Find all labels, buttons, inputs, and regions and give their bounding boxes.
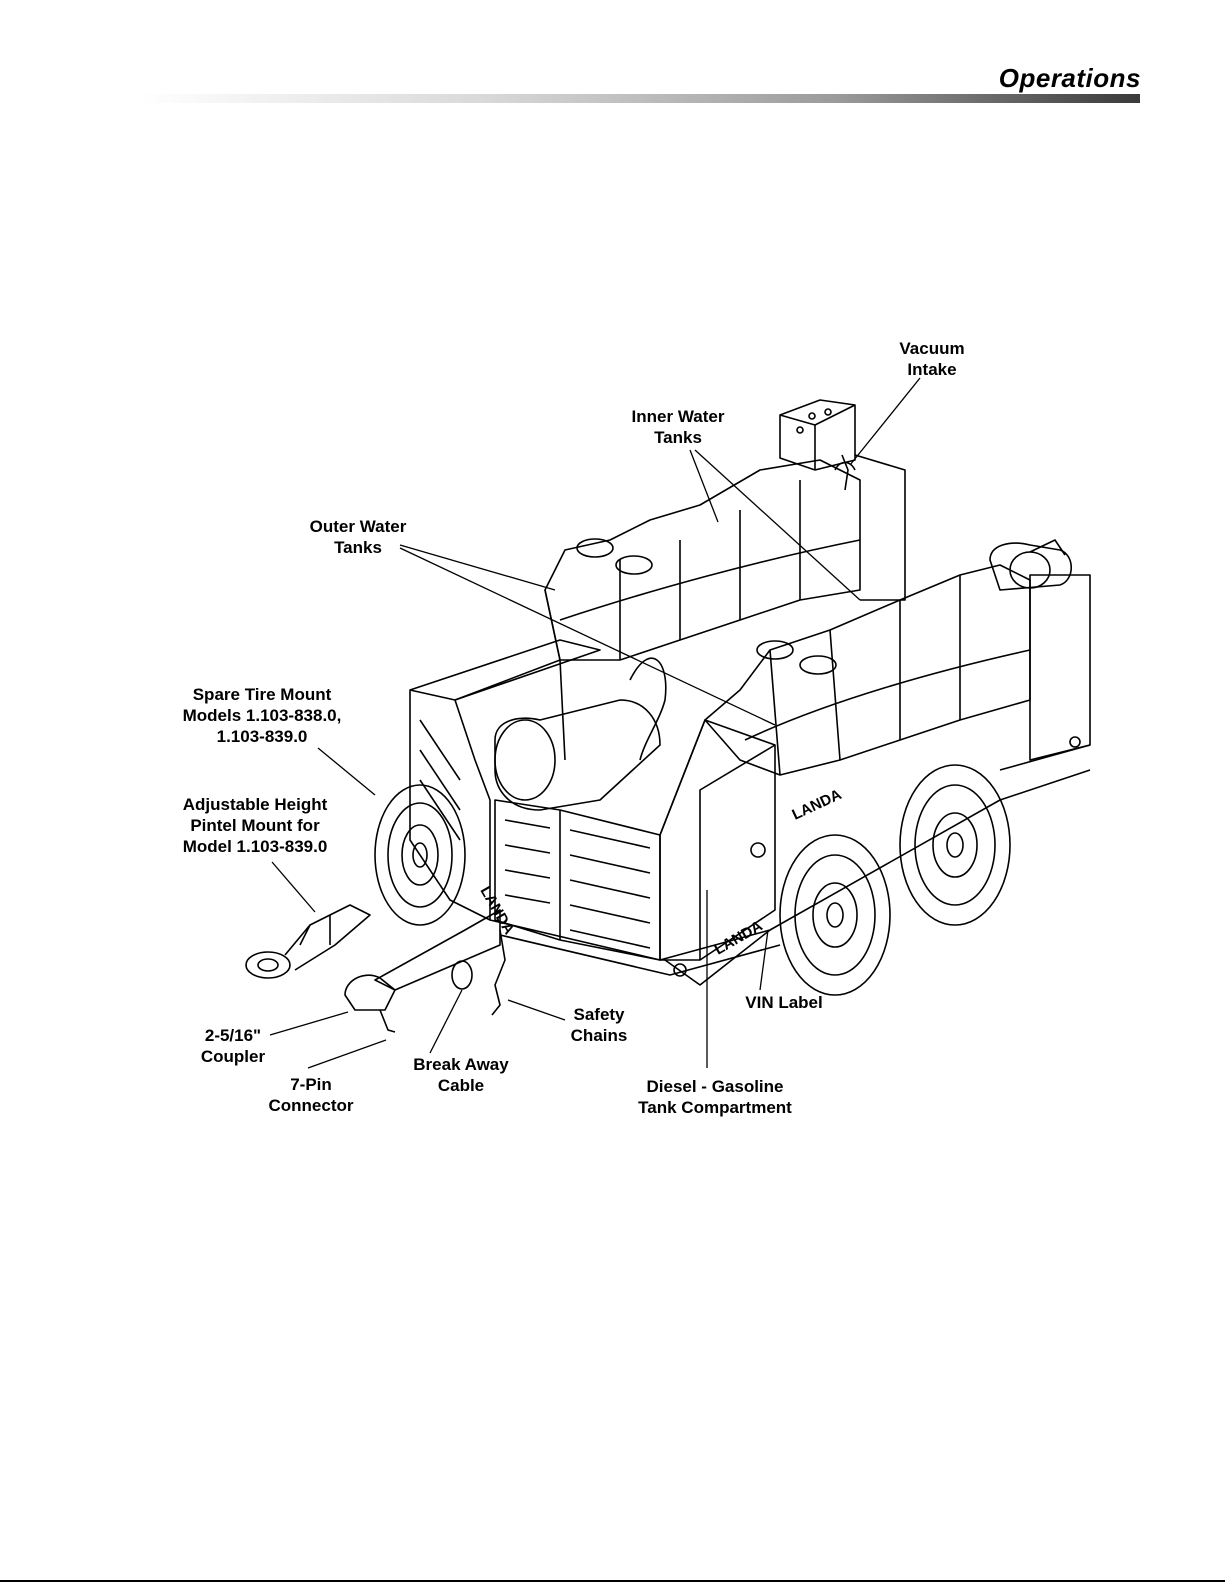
callout-leader-lines xyxy=(270,378,920,1068)
pintle-mount xyxy=(246,905,370,978)
trailer-tongue xyxy=(375,910,500,990)
right-side-panel xyxy=(1030,575,1090,760)
footer-rule xyxy=(0,1580,1225,1582)
outer-water-tank-left xyxy=(545,460,860,660)
callout-coupler: 2-5/16" Coupler xyxy=(188,1025,278,1067)
break-away-cable-plate xyxy=(452,961,472,989)
callout-adjustable-height-pintel: Adjustable Height Pintel Mount for Model… xyxy=(167,794,343,857)
callout-seven-pin-connector: 7-Pin Connector xyxy=(256,1074,366,1116)
inner-water-tank-right xyxy=(705,565,1030,775)
callout-break-away-cable: Break Away Cable xyxy=(405,1054,517,1096)
callout-safety-chains: Safety Chains xyxy=(560,1004,638,1046)
front-grille xyxy=(495,800,660,960)
seven-pin-plug xyxy=(380,1010,395,1032)
callout-spare-tire-mount: Spare Tire Mount Models 1.103-838.0, 1.1… xyxy=(167,684,357,747)
heater-cylinder xyxy=(495,700,660,810)
landa-badge-front: LANDA xyxy=(477,884,518,938)
callout-vin-label: VIN Label xyxy=(734,992,834,1013)
rear-wheel-back xyxy=(900,765,1010,925)
landa-badge-box: LANDA xyxy=(712,917,766,958)
safety-chain xyxy=(492,930,505,1015)
coupler xyxy=(345,975,395,1010)
callout-outer-water-tanks: Outer Water Tanks xyxy=(297,516,419,558)
landa-badge-side: LANDA xyxy=(790,786,845,824)
callout-inner-water-tanks: Inner Water Tanks xyxy=(620,406,736,448)
callout-fuel-tank-compartment: Diesel - Gasoline Tank Compartment xyxy=(625,1076,805,1118)
callout-vacuum-intake: Vacuum Intake xyxy=(880,338,984,380)
